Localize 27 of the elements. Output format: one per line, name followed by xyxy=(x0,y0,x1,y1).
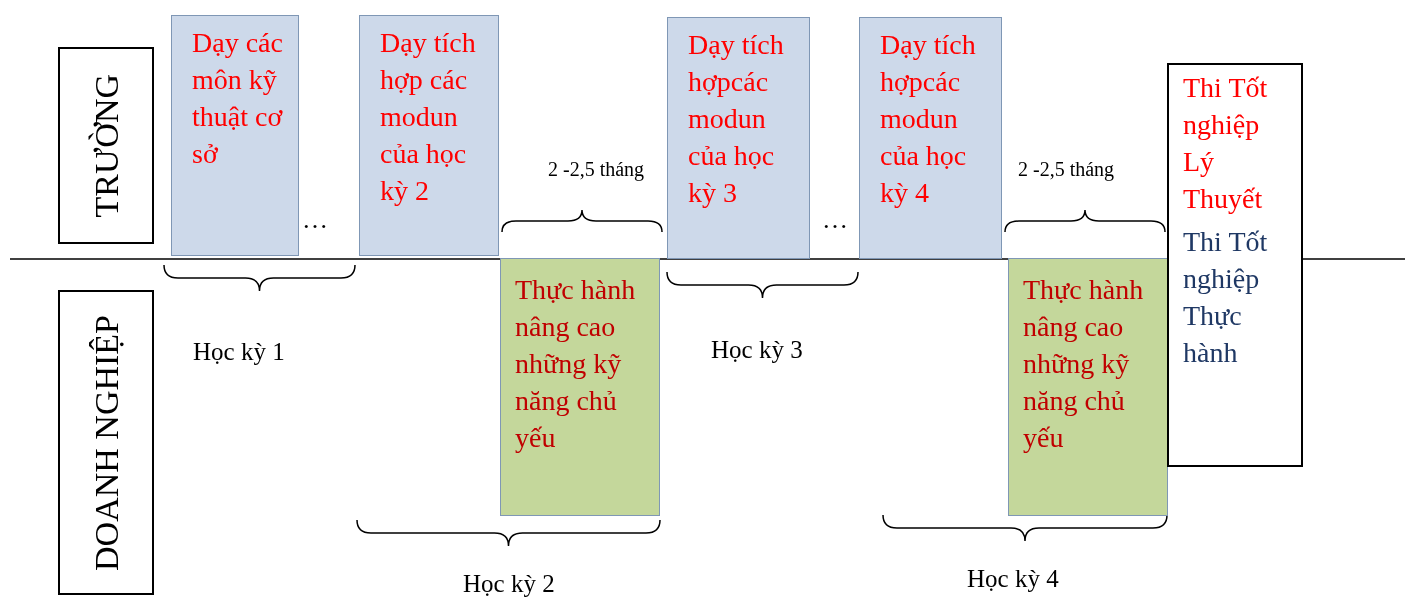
lane-title: DOANH NGHIỆP xyxy=(87,314,125,571)
activity-box xyxy=(667,17,810,259)
activity-box xyxy=(859,17,1002,259)
semester-label: Học kỳ 4 xyxy=(967,565,1059,593)
box-text: Dạy các môn kỹ thuật cơ sở xyxy=(192,26,284,171)
ellipsis-mark: … xyxy=(822,205,848,235)
activity-box xyxy=(500,258,660,516)
semester-label: Học kỳ 2 xyxy=(463,570,555,598)
lane-label-box xyxy=(58,47,154,244)
ellipsis-mark: … xyxy=(302,205,328,235)
lane-label-box xyxy=(58,290,154,595)
box-text: Dạy tích hợpcác modun của học kỳ 3 xyxy=(688,28,785,210)
box-text: Dạy tích hợpcác modun của học kỳ 4 xyxy=(880,28,977,210)
box-text: Thực hành nâng cao những kỹ năng chủ yếu xyxy=(1023,273,1145,455)
duration-label: 2 -2,5 tháng xyxy=(548,158,645,181)
activity-box xyxy=(171,15,299,256)
semester-label: Học kỳ 1 xyxy=(193,338,285,366)
activity-box xyxy=(359,15,499,256)
semester-label: Học kỳ 3 xyxy=(711,336,803,364)
activity-box xyxy=(1008,258,1168,516)
exam-box xyxy=(1167,63,1303,467)
lane-title: TRƯỜNG xyxy=(87,73,125,218)
box-text: Thi Tốt nghiệp Thực hành xyxy=(1183,225,1269,370)
duration-label: 2 -2,5 tháng xyxy=(1018,158,1115,181)
box-text: Thực hành nâng cao những kỹ năng chủ yếu xyxy=(515,273,637,455)
box-text: Dạy tích hợp các modun của học kỳ 2 xyxy=(380,26,477,208)
box-text: Thi Tốt nghiệp Lý Thuyết xyxy=(1183,71,1269,216)
